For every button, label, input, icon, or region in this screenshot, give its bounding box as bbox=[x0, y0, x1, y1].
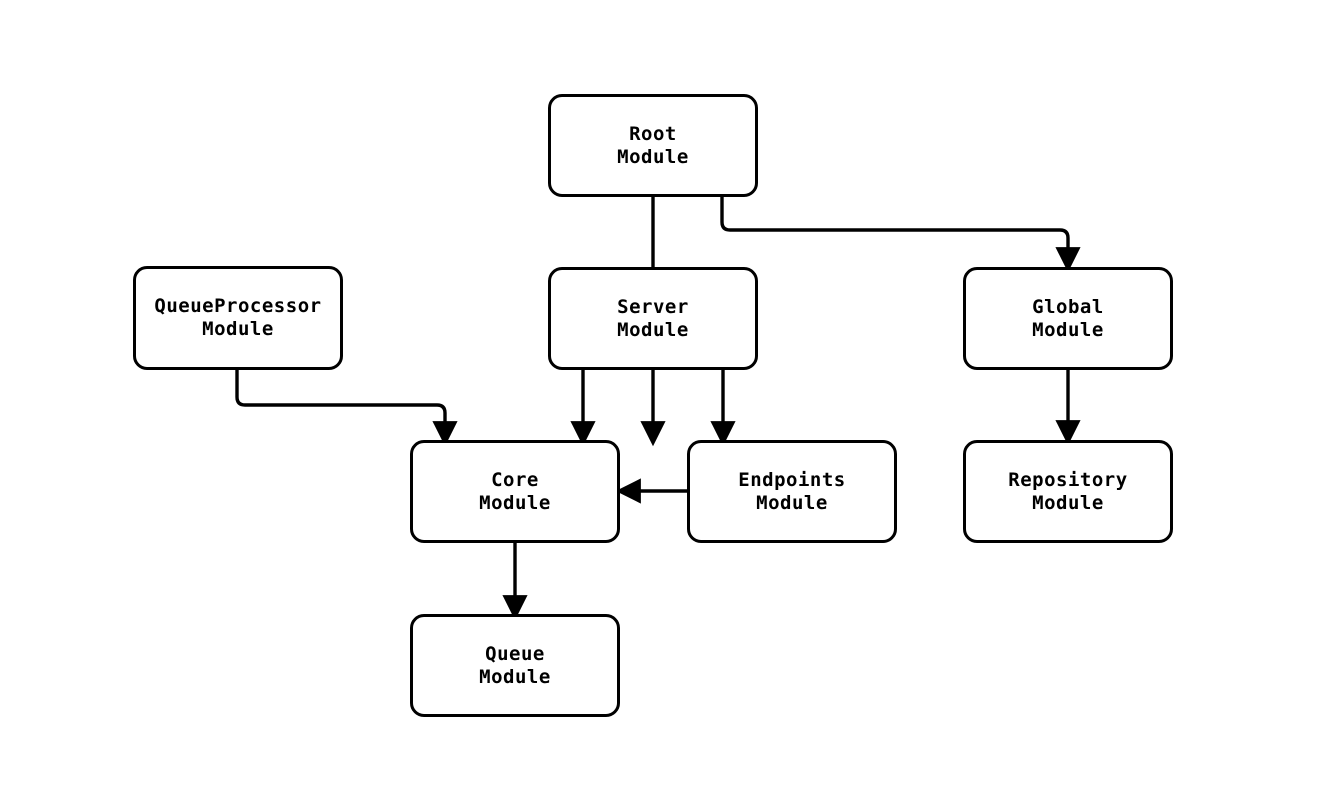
node-endpoints-module[interactable]: Endpoints Module bbox=[687, 440, 897, 543]
node-server-module[interactable]: Server Module bbox=[548, 267, 758, 370]
node-endpoints-module-label: Endpoints Module bbox=[738, 468, 846, 514]
node-root-module-label: Root Module bbox=[617, 122, 689, 168]
node-global-module[interactable]: Global Module bbox=[963, 267, 1173, 370]
node-queue-module-label: Queue Module bbox=[479, 642, 551, 688]
edge-root-to-global bbox=[720, 197, 1081, 273]
node-global-module-label: Global Module bbox=[1032, 295, 1104, 341]
node-queue-module[interactable]: Queue Module bbox=[410, 614, 620, 717]
node-queueprocessor-module[interactable]: QueueProcessor Module bbox=[133, 266, 343, 370]
edge-queueprocessor-to-core bbox=[235, 370, 458, 447]
node-queueprocessor-module-label: QueueProcessor Module bbox=[154, 295, 322, 340]
node-repository-module-label: Repository Module bbox=[1008, 468, 1128, 514]
node-core-module[interactable]: Core Module bbox=[410, 440, 620, 543]
node-repository-module[interactable]: Repository Module bbox=[963, 440, 1173, 543]
node-root-module[interactable]: Root Module bbox=[548, 94, 758, 197]
node-server-module-label: Server Module bbox=[617, 295, 689, 341]
node-core-module-label: Core Module bbox=[479, 468, 551, 514]
